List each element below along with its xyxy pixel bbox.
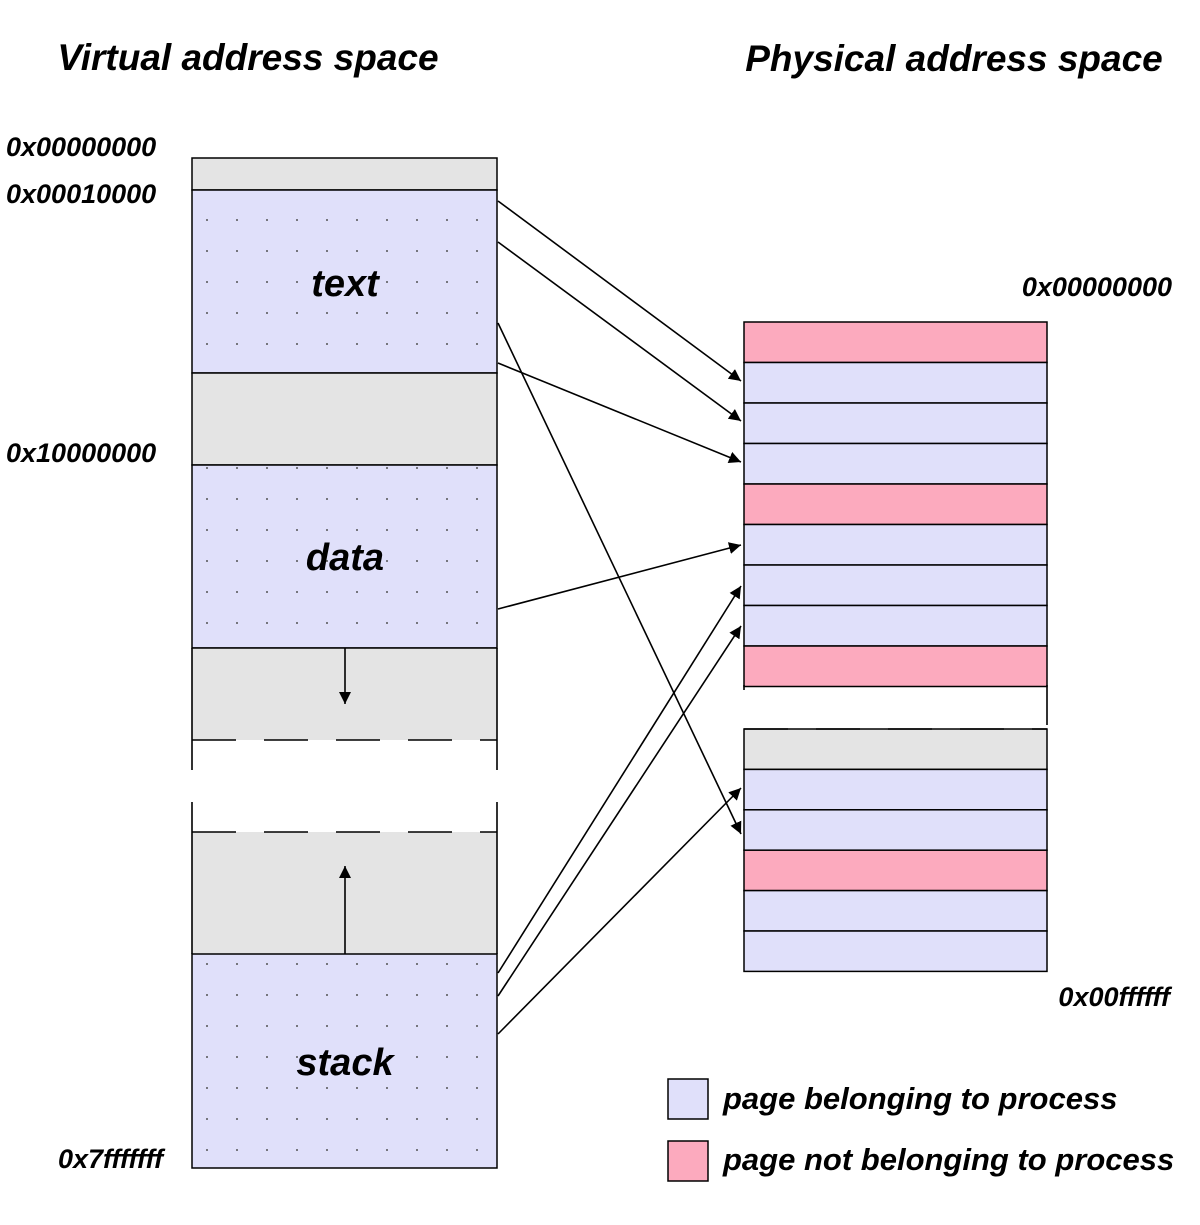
mapping-arrow (497, 787, 742, 1035)
physical-page-process (743, 604, 1048, 647)
text-segment-label: text (311, 263, 380, 305)
physical-page-process (743, 768, 1048, 811)
mapping-arrow (497, 200, 742, 382)
mapping-arrow (497, 241, 742, 422)
virtual-address-text-start: 0x00010000 (6, 179, 156, 209)
physical-page-foreign (743, 321, 1048, 364)
physical-pages-lower (743, 728, 1048, 973)
physical-page-process (743, 564, 1048, 607)
physical-address-start: 0x00000000 (1022, 272, 1172, 302)
physical-page-process (743, 889, 1048, 932)
stack-segment-dots (192, 954, 497, 1168)
mapping-arrow (497, 542, 742, 610)
virtual-space-title: Virtual address space (57, 37, 438, 78)
physical-page-process (743, 809, 1048, 851)
data-segment-dots (192, 465, 497, 648)
physical-page-process (743, 442, 1048, 485)
data-segment-label: data (306, 537, 384, 579)
virtual-address-column: text data stack (191, 157, 498, 1169)
page-mapping-arrows (497, 200, 742, 1035)
physical-page-process (743, 402, 1048, 445)
virtual-address-start: 0x00000000 (6, 132, 156, 162)
virtual-address-end: 0x7fffffff (58, 1144, 166, 1174)
text-segment-dots (192, 190, 497, 373)
virtual-address-data-start: 0x10000000 (6, 438, 156, 468)
mapping-arrow (497, 625, 742, 997)
mapping-arrow (497, 362, 742, 464)
mapping-arrow (497, 322, 742, 835)
physical-page-foreign (743, 849, 1048, 892)
legend-label-not-belonging: page not belonging to process (722, 1142, 1174, 1177)
physical-page-process (743, 523, 1048, 566)
stack-segment-label: stack (296, 1042, 395, 1084)
virtual-unmapped-region (191, 157, 498, 191)
physical-page-unused (743, 728, 1048, 771)
physical-pages-upper (743, 321, 1048, 688)
virtual-gap-region (191, 372, 498, 466)
physical-page-foreign (743, 483, 1048, 526)
legend-swatch-belonging (667, 1078, 709, 1120)
mapping-arrow (497, 585, 742, 974)
legend-label-belonging: page belonging to process (722, 1081, 1117, 1116)
physical-address-end: 0x00ffffff (1058, 982, 1173, 1012)
physical-page-process (743, 930, 1048, 973)
physical-space-title: Physical address space (745, 38, 1163, 79)
legend-swatch-not-belonging (667, 1140, 709, 1182)
physical-page-process (743, 361, 1048, 404)
legend: page belonging to process page not belon… (667, 1078, 1174, 1182)
physical-page-foreign (743, 645, 1048, 688)
